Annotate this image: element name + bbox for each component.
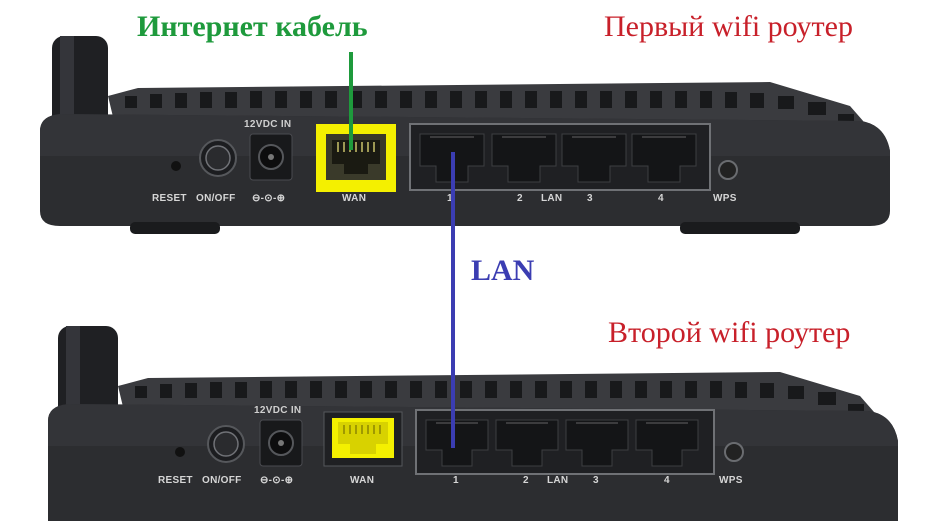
first-router-label: Первый wifi роутер [604,10,853,43]
on-off-label: ON/OFF [196,193,236,204]
lan-port-3-label: 3 [587,193,593,204]
second-router-body [48,326,898,521]
reset-label: RESET [152,193,187,204]
lan-port-4-label: 4 [664,475,670,486]
reset-label: RESET [158,475,193,486]
wan-label: WAN [350,475,375,486]
second-router-label: Второй wifi роутер [608,316,851,349]
polarity-label: ⊖-⊙-⊕ [260,475,294,486]
lan-group-label: LAN [547,475,569,486]
polarity-label: ⊖-⊙-⊕ [252,193,286,204]
lan-group-label: LAN [541,193,563,204]
lan-port-2-label: 2 [523,475,529,486]
wps-label: WPS [719,475,743,486]
lan-port-1-label: 1 [453,475,459,486]
second-router: RESET ON/OFF 12VDC IN ⊖-⊙-⊕ WAN 1 2 LAN … [0,326,951,526]
first-router-body [40,36,890,234]
internet-cable-label: Интернет кабель [137,10,368,43]
lan-port-2-label: 2 [517,193,523,204]
power-in-label: 12VDC IN [254,405,302,416]
lan-port-4-label: 4 [658,193,664,204]
on-off-label: ON/OFF [202,475,242,486]
lan-port-3-label: 3 [593,475,599,486]
lan-link-label: LAN [471,254,535,287]
power-in-label: 12VDC IN [244,119,292,130]
wan-label: WAN [342,193,367,204]
first-router: RESET ON/OFF 12VDC IN ⊖-⊙-⊕ WAN 1 2 LAN … [0,36,951,236]
wps-label: WPS [713,193,737,204]
lan-port-1-label: 1 [447,193,453,204]
